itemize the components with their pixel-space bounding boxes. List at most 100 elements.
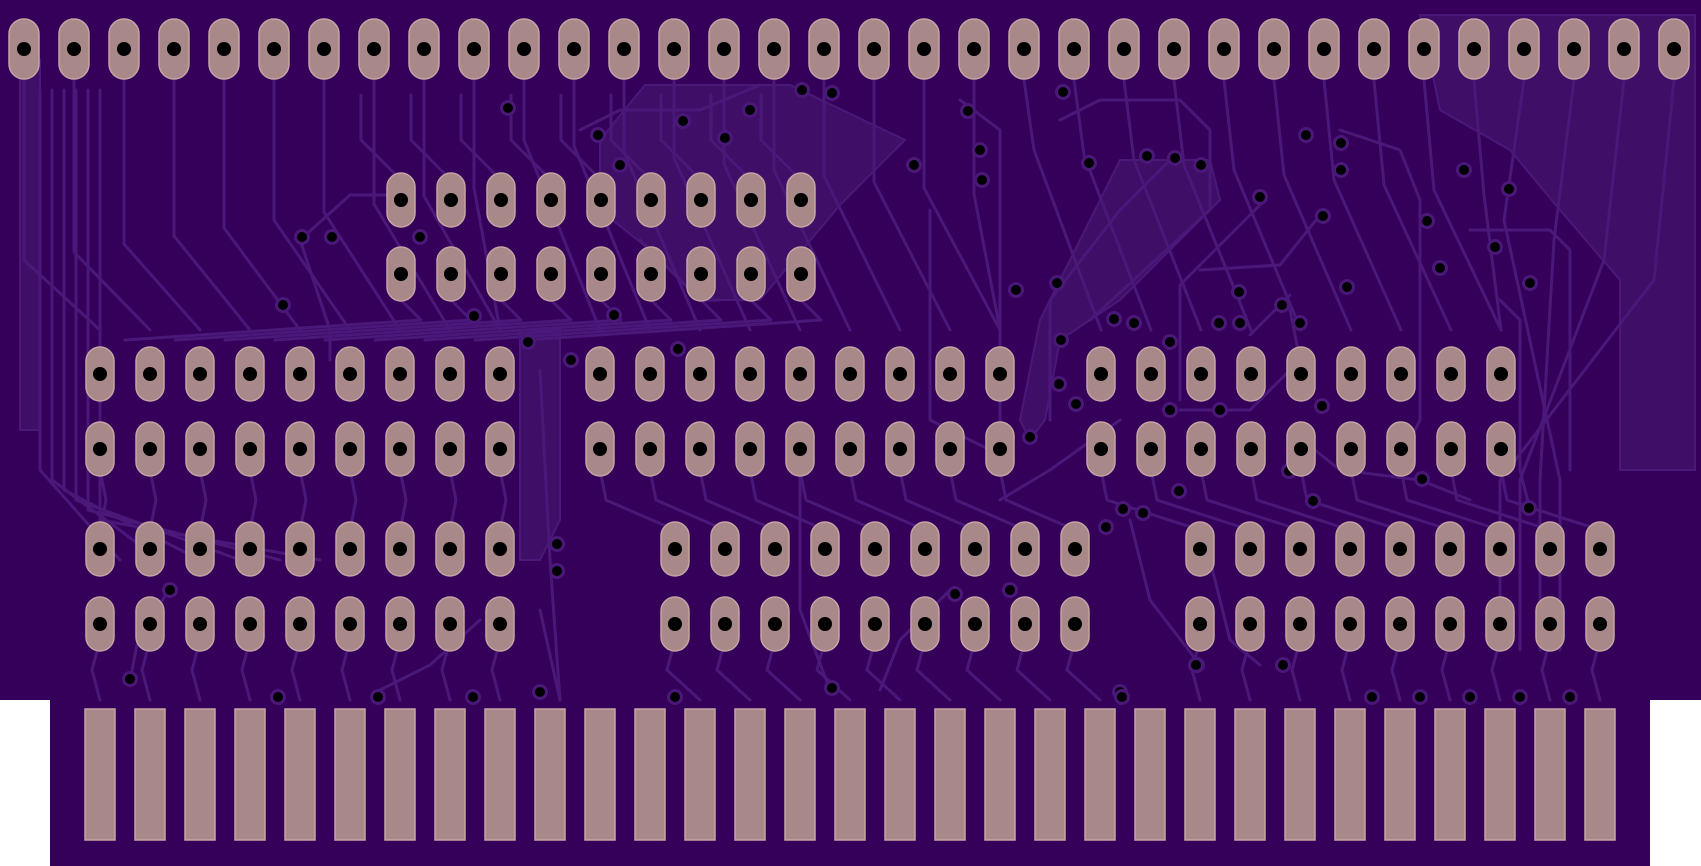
- socket-mid-right-r2-pin-4: [1236, 421, 1266, 477]
- top-edge-header-pin-31: [1508, 18, 1540, 80]
- via-15: [1170, 153, 1180, 163]
- via-23: [1459, 165, 1469, 175]
- socket-low-left-r2-pin-6-hole: [343, 617, 357, 631]
- socket-low-left-r2-pin-6: [335, 596, 365, 652]
- top-edge-header-pin-34: [1658, 18, 1690, 80]
- socket-mid-left-r1-pin-8-hole: [443, 367, 457, 381]
- socket-low-left-r1-pin-6-hole: [343, 542, 357, 556]
- via-59: [1415, 692, 1425, 702]
- via-38: [1054, 379, 1064, 389]
- socket-small-r2-pin-5-hole: [594, 267, 608, 281]
- socket-mid-right-r1-pin-3-hole: [1194, 367, 1208, 381]
- socket-small-r1-pin-5: [586, 172, 616, 228]
- via-10: [963, 106, 973, 116]
- top-edge-header-pin-18-hole: [867, 42, 881, 56]
- socket-mid-right-r2-pin-5: [1286, 421, 1316, 477]
- via-77: [535, 687, 545, 697]
- socket-low-right-r1-pin-7-hole: [1493, 542, 1507, 556]
- via-41: [1165, 405, 1175, 415]
- socket-low-right-r2-pin-3: [1285, 596, 1315, 652]
- socket-low-left-r2-pin-2: [135, 596, 165, 652]
- socket-small-r2-pin-9-hole: [794, 267, 808, 281]
- trace-7: [322, 78, 402, 332]
- socket-low-left-r2-pin-7: [385, 596, 415, 652]
- socket-small-r1-pin-6: [636, 172, 666, 228]
- trace-25: [1222, 78, 1303, 332]
- socket-mid-right-r2-pin-3: [1186, 421, 1216, 477]
- socket-mid-center-r2-pin-1: [585, 421, 615, 477]
- via-50: [1118, 504, 1128, 514]
- via-57: [1191, 660, 1201, 670]
- socket-small-r2-pin-7: [686, 246, 716, 302]
- via-26: [1525, 278, 1535, 288]
- card-edge-connector-finger-14: [734, 708, 766, 841]
- socket-mid-left-r2-pin-3: [185, 421, 215, 477]
- trace-99: [223, 298, 523, 342]
- top-edge-header-pin-11-hole: [517, 42, 531, 56]
- via-61: [1515, 692, 1525, 702]
- socket-mid-right-r2-pin-8: [1436, 421, 1466, 477]
- socket-small-r1-pin-1: [386, 172, 416, 228]
- socket-mid-right-r1-pin-4: [1236, 346, 1266, 402]
- socket-mid-right-r1-pin-6-hole: [1344, 367, 1358, 381]
- top-edge-header-pin-28: [1358, 18, 1390, 80]
- trace-47: [398, 468, 408, 532]
- via-6: [745, 105, 755, 115]
- via-11: [975, 145, 985, 155]
- socket-mid-center-r1-pin-3: [685, 346, 715, 402]
- socket-small-r1-pin-7-hole: [694, 193, 708, 207]
- via-5: [720, 133, 730, 143]
- socket-mid-center-r2-pin-4: [735, 421, 765, 477]
- trace-60: [1149, 468, 1252, 532]
- socket-small-r1-pin-2-hole: [444, 193, 458, 207]
- trace-21: [1022, 78, 1103, 332]
- via-44: [1417, 474, 1427, 484]
- socket-mid-right-r1-pin-8: [1436, 346, 1466, 402]
- top-edge-header-pin-27-hole: [1317, 42, 1331, 56]
- socket-low-left-r2-pin-1-hole: [93, 617, 107, 631]
- card-edge-connector-finger-8: [434, 708, 466, 841]
- socket-mid-center-r2-pin-2-hole: [643, 442, 657, 456]
- socket-low-center-r2-pin-4-hole: [818, 617, 832, 631]
- card-edge-connector-finger-21: [1084, 708, 1116, 841]
- socket-mid-center-r1-pin-6: [835, 346, 865, 402]
- trace-15: [722, 78, 802, 332]
- via-47: [1524, 503, 1534, 513]
- socket-mid-center-r1-pin-2-hole: [643, 367, 657, 381]
- trace-26: [1272, 78, 1353, 332]
- socket-low-right-r2-pin-5-hole: [1393, 617, 1407, 631]
- socket-low-center-r1-pin-7-hole: [968, 542, 982, 556]
- socket-mid-right-r1-pin-2: [1136, 346, 1166, 402]
- card-edge-connector-finger-7: [384, 708, 416, 841]
- via-17: [1255, 192, 1265, 202]
- socket-mid-left-r2-pin-6-hole: [343, 442, 357, 456]
- trace-67: [1499, 468, 1602, 532]
- trace-104: [559, 93, 603, 182]
- card-edge-connector-finger-27: [1384, 708, 1416, 841]
- socket-low-center-r1-pin-1-hole: [668, 542, 682, 556]
- trace-49: [498, 468, 508, 532]
- socket-mid-right-r1-pin-5-hole: [1294, 367, 1308, 381]
- socket-low-center-r2-pin-8: [1010, 596, 1040, 652]
- via-80: [1117, 692, 1127, 702]
- socket-low-left-r2-pin-4: [235, 596, 265, 652]
- socket-mid-left-r2-pin-6: [335, 421, 365, 477]
- trace-44: [248, 468, 258, 532]
- socket-small-r1-pin-3: [486, 172, 516, 228]
- top-edge-header-pin-28-hole: [1367, 42, 1381, 56]
- socket-mid-center-r2-pin-3: [685, 421, 715, 477]
- top-edge-header-pin-2: [58, 18, 90, 80]
- trace-61: [1199, 468, 1302, 532]
- top-edge-header-pin-16: [758, 18, 790, 80]
- socket-mid-right-r1-pin-3: [1186, 346, 1216, 402]
- card-edge-connector-finger-26: [1334, 708, 1366, 841]
- via-48: [1174, 486, 1184, 496]
- top-edge-header-pin-32: [1558, 18, 1590, 80]
- socket-mid-center-r1-pin-1-hole: [593, 367, 607, 381]
- socket-mid-right-r2-pin-9: [1486, 421, 1516, 477]
- top-edge-header-pin-32-hole: [1567, 42, 1581, 56]
- card-edge-connector-finger-9: [484, 708, 516, 841]
- socket-low-right-r2-pin-1: [1185, 596, 1215, 652]
- top-edge-header-pin-30-hole: [1467, 42, 1481, 56]
- socket-mid-right-r2-pin-4-hole: [1244, 442, 1258, 456]
